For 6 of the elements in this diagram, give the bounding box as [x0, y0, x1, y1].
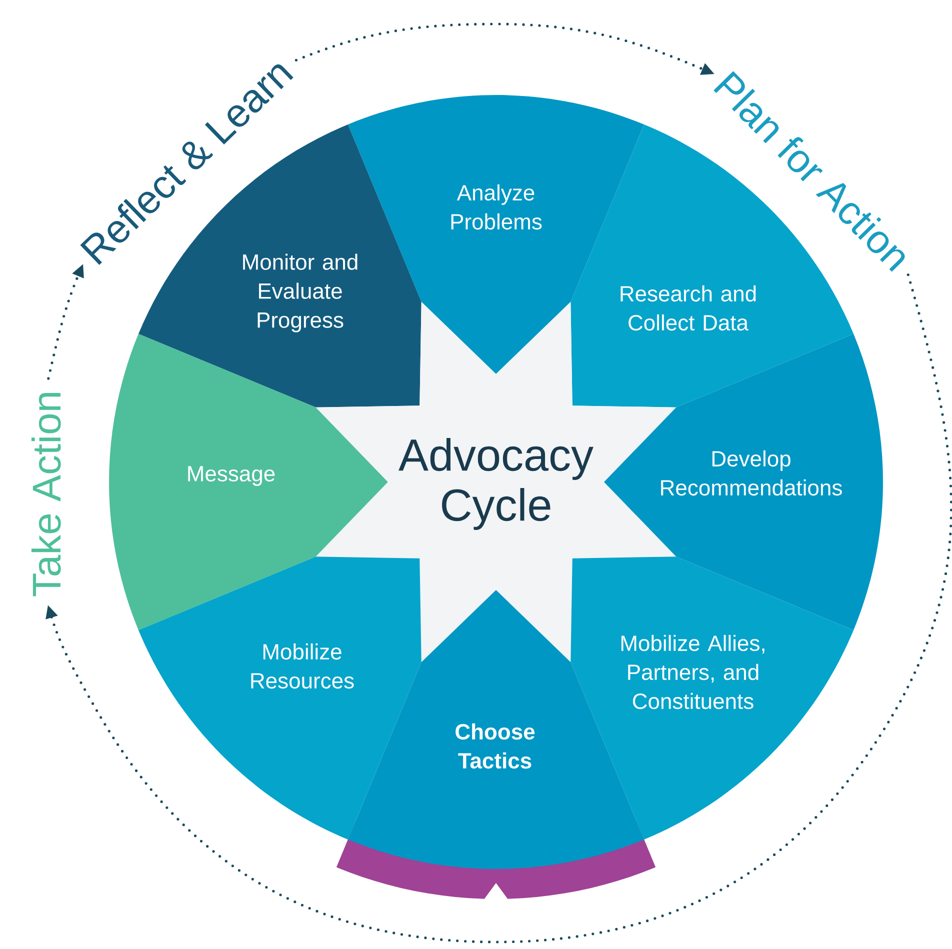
dotted-arrow [46, 273, 952, 944]
cycle-segment: Develop Recommendations [604, 334, 883, 630]
phase-label: Take Action [31, 393, 61, 596]
cycle-segment: Message [109, 334, 388, 630]
cycle-segment: Mobilize Allies, Partners, and Constituents [570, 556, 854, 840]
cycle-segment: Mobilize Resources [138, 556, 422, 840]
